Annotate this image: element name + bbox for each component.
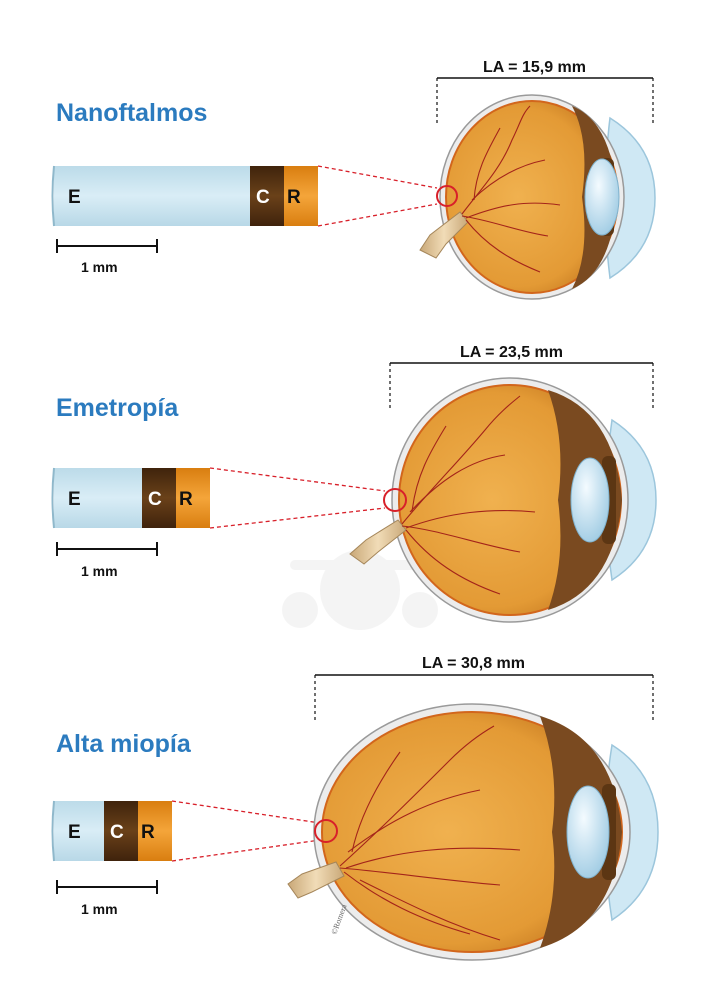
retina-layer [138,801,172,861]
axial-length-label: LA = 30,8 mm [422,655,525,672]
artist-signature: ©Romera [329,903,348,936]
section-emetropia: Emetropía E C R 1 mm LA = 23,5 mm [51,344,657,623]
choroid-layer [104,801,138,861]
scale-bar-label: 1 mm [81,563,118,579]
strip-cut-edge [51,467,55,529]
zoom-line-top [209,467,386,492]
axial-length-label: LA = 15,9 mm [483,59,586,76]
retina-label: R [179,489,193,510]
choroid-label: C [256,187,270,208]
choroid-label: C [110,822,124,843]
layer-strip: E C R [51,165,318,227]
sclera-label: E [68,489,81,510]
sclera-label: E [68,822,81,843]
choroid-layer [250,166,284,226]
lens [584,158,620,236]
scale-bar [56,542,158,556]
layer-strip: E C R [51,800,172,862]
zoom-line-top [317,165,438,189]
section-nanoftalmos: Nanoftalmos E C R 1 mm LA = 15,9 mm [51,59,656,300]
scale-bar [56,880,158,894]
layer-strip: E C R [51,467,210,529]
sclera-layer [54,801,104,861]
eyeball [287,703,659,961]
strip-cut-edge [51,800,55,862]
axial-length-label: LA = 23,5 mm [460,344,563,361]
retinal-vessels [401,395,536,595]
zoom-line-bottom [171,839,321,862]
section-title: Nanoftalmos [56,99,207,127]
eyeball [419,94,656,300]
lens [566,785,610,879]
highlight-circle [314,819,338,843]
strip-cut-edge [51,165,55,227]
zoom-line-top [171,800,321,824]
highlight-circle [383,488,407,512]
section-title: Emetropía [56,394,179,422]
retina-label: R [287,187,301,208]
axial-length-bracket [389,362,654,408]
axial-length-bracket [314,674,654,720]
choroid-label: C [148,489,162,510]
highlight-circle [436,185,458,207]
optic-nerve [287,861,345,899]
eyeball [349,377,657,623]
scale-bar-label: 1 mm [81,901,118,917]
watermark [282,550,450,630]
retinal-vessels [339,725,521,941]
sclera-layer [54,166,250,226]
scale-bar [56,239,158,253]
retina-layer [176,468,210,528]
sclera-label: E [68,187,81,208]
zoom-line-bottom [317,203,438,227]
retina-label: R [141,822,155,843]
lens [570,457,610,543]
section-title: Alta miopía [56,730,192,758]
retina-layer [284,166,318,226]
section-alta-miopia: Alta miopía E C R 1 mm LA = 30,8 mm [51,655,659,961]
axial-length-bracket [436,77,654,124]
retinal-vessels [461,105,561,273]
sclera-layer [54,468,142,528]
choroid-layer [142,468,176,528]
zoom-line-bottom [209,507,386,529]
scale-bar-label: 1 mm [81,259,118,275]
